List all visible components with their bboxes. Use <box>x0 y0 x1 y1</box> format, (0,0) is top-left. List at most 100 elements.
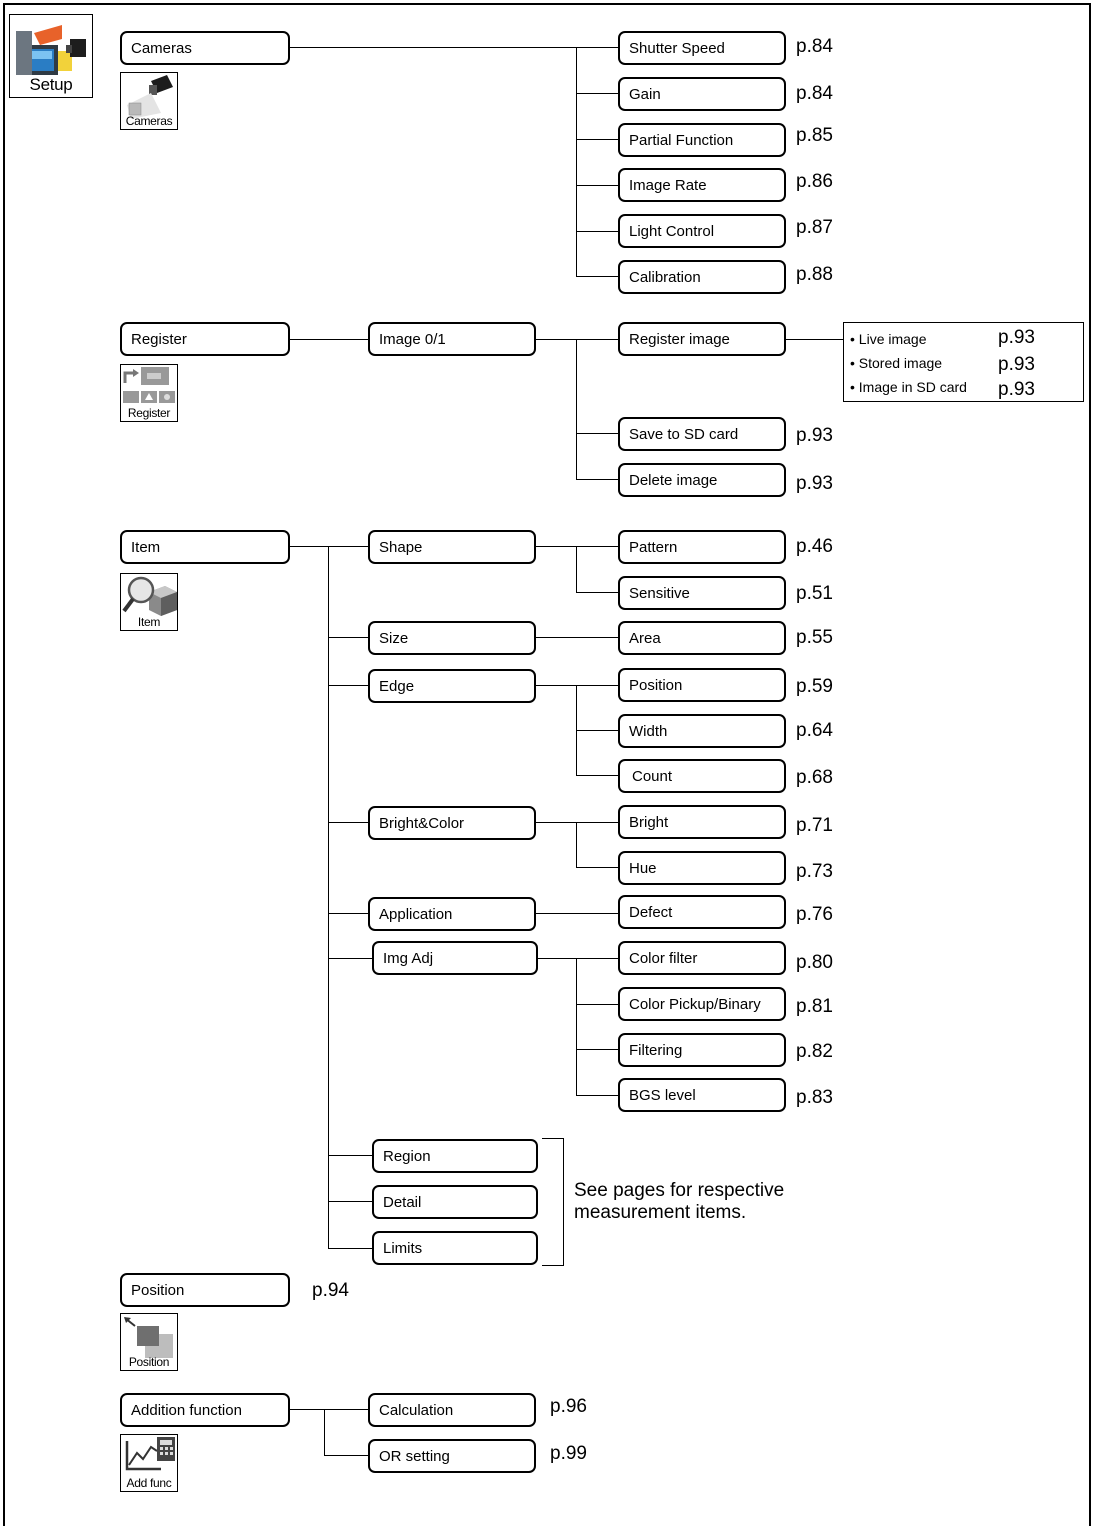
position-icon[interactable]: Position <box>120 1313 178 1371</box>
application-label: Application <box>379 905 453 923</box>
register-image-button[interactable]: Register image <box>618 322 786 356</box>
bright-color-button[interactable]: Bright&Color <box>368 806 536 840</box>
bgs-level-button[interactable]: BGS level <box>618 1078 786 1112</box>
count-label: Count <box>632 767 673 785</box>
cameras-label: Cameras <box>131 39 192 57</box>
register-button[interactable]: Register <box>120 322 290 356</box>
shutter-speed-button[interactable]: Shutter Speed <box>618 31 786 65</box>
image-0-1-label: Image 0/1 <box>379 330 446 348</box>
size-label: Size <box>379 629 409 647</box>
partial-function-button[interactable]: Partial Function <box>618 123 786 157</box>
width-button[interactable]: Width <box>618 714 786 748</box>
pattern-button[interactable]: Pattern <box>618 530 786 564</box>
cameras-icon-caption: Cameras <box>125 114 173 128</box>
image-in-sd-card-label: • Image in SD card <box>850 379 967 395</box>
edge-button[interactable]: Edge <box>368 669 536 703</box>
register-icon[interactable]: Register <box>120 364 178 422</box>
color-filter-label: Color filter <box>629 949 698 967</box>
cameras-button[interactable]: Cameras <box>120 31 290 65</box>
bgs-level-label: BGS level <box>629 1086 696 1104</box>
or-setting-page: p.99 <box>550 1443 587 1464</box>
gain-label: Gain <box>629 85 661 103</box>
register-icon-caption: Register <box>127 406 171 420</box>
area-page: p.55 <box>796 627 833 648</box>
limits-label: Limits <box>383 1239 423 1257</box>
shape-label: Shape <box>379 538 423 556</box>
defect-label: Defect <box>629 903 673 921</box>
hue-label: Hue <box>629 859 657 877</box>
region-button[interactable]: Region <box>372 1139 538 1173</box>
bright-label: Bright <box>629 813 669 831</box>
gain-button[interactable]: Gain <box>618 77 786 111</box>
bright-color-label: Bright&Color <box>379 814 465 832</box>
edge-label: Edge <box>379 677 415 695</box>
edge-position-label: Position <box>629 676 683 694</box>
pattern-label: Pattern <box>629 538 678 556</box>
hue-button[interactable]: Hue <box>618 851 786 885</box>
image-rate-label: Image Rate <box>629 176 707 194</box>
setup-icon[interactable]: Setup <box>9 14 93 98</box>
position-page: p.94 <box>312 1280 349 1301</box>
delete-image-page: p.93 <box>796 473 833 494</box>
calibration-button[interactable]: Calibration <box>618 260 786 294</box>
stored-image-label: • Stored image <box>850 355 943 371</box>
addition-function-icon[interactable]: Add func <box>120 1434 178 1492</box>
item-icon-caption: Item <box>137 615 161 629</box>
position-label: Position <box>131 1281 185 1299</box>
calibration-label: Calibration <box>629 268 701 286</box>
count-button[interactable]: Count <box>618 759 786 793</box>
image-rate-button[interactable]: Image Rate <box>618 168 786 202</box>
calculation-page: p.96 <box>550 1396 587 1417</box>
light-control-button[interactable]: Light Control <box>618 214 786 248</box>
img-adj-button[interactable]: Img Adj <box>372 941 538 975</box>
detail-button[interactable]: Detail <box>372 1185 538 1219</box>
filtering-button[interactable]: Filtering <box>618 1033 786 1067</box>
area-button[interactable]: Area <box>618 621 786 655</box>
shape-button[interactable]: Shape <box>368 530 536 564</box>
item-icon[interactable]: Item <box>120 573 178 631</box>
register-image-label: Register image <box>629 330 730 348</box>
or-setting-button[interactable]: OR setting <box>368 1439 536 1473</box>
image-0-1-button[interactable]: Image 0/1 <box>368 322 536 356</box>
delete-image-button[interactable]: Delete image <box>618 463 786 497</box>
partial-function-label: Partial Function <box>629 131 734 149</box>
img-adj-label: Img Adj <box>383 949 434 967</box>
addition-function-button[interactable]: Addition function <box>120 1393 290 1427</box>
calculation-button[interactable]: Calculation <box>368 1393 536 1427</box>
save-to-sd-card-page: p.93 <box>796 425 833 446</box>
save-to-sd-card-button[interactable]: Save to SD card <box>618 417 786 451</box>
live-image-label: • Live image <box>850 331 927 347</box>
register-label: Register <box>131 330 187 348</box>
bright-button[interactable]: Bright <box>618 805 786 839</box>
position-shift-icon <box>124 1317 173 1358</box>
item-label: Item <box>131 538 161 556</box>
pattern-page: p.46 <box>796 536 833 557</box>
register-images-icon <box>123 367 175 403</box>
item-button[interactable]: Item <box>120 530 290 564</box>
edge-position-button[interactable]: Position <box>618 668 786 702</box>
color-filter-button[interactable]: Color filter <box>618 941 786 975</box>
image-in-sd-card-page: p.93 <box>998 379 1035 400</box>
application-button[interactable]: Application <box>368 897 536 931</box>
sensitive-button[interactable]: Sensitive <box>618 576 786 610</box>
filtering-page: p.82 <box>796 1041 833 1062</box>
common-items-note: See pages for respective measurement ite… <box>574 1180 785 1223</box>
limits-button[interactable]: Limits <box>372 1231 538 1265</box>
defect-button[interactable]: Defect <box>618 895 786 929</box>
width-label: Width <box>629 722 668 740</box>
area-label: Area <box>629 629 661 647</box>
color-pickup-binary-button[interactable]: Color Pickup/Binary <box>618 987 786 1021</box>
shutter-speed-label: Shutter Speed <box>629 39 725 57</box>
sensitive-label: Sensitive <box>629 584 690 602</box>
magnifier-cube-icon <box>122 576 177 616</box>
addition-function-label: Addition function <box>131 1401 242 1419</box>
size-button[interactable]: Size <box>368 621 536 655</box>
region-label: Region <box>383 1147 431 1165</box>
cameras-icon[interactable]: Cameras <box>120 72 178 130</box>
image-source-list: • Live image p.93 • Stored image p.93 • … <box>843 322 1084 402</box>
save-to-sd-card-label: Save to SD card <box>629 425 739 443</box>
position-button[interactable]: Position <box>120 1273 290 1307</box>
gain-page: p.84 <box>796 83 833 104</box>
